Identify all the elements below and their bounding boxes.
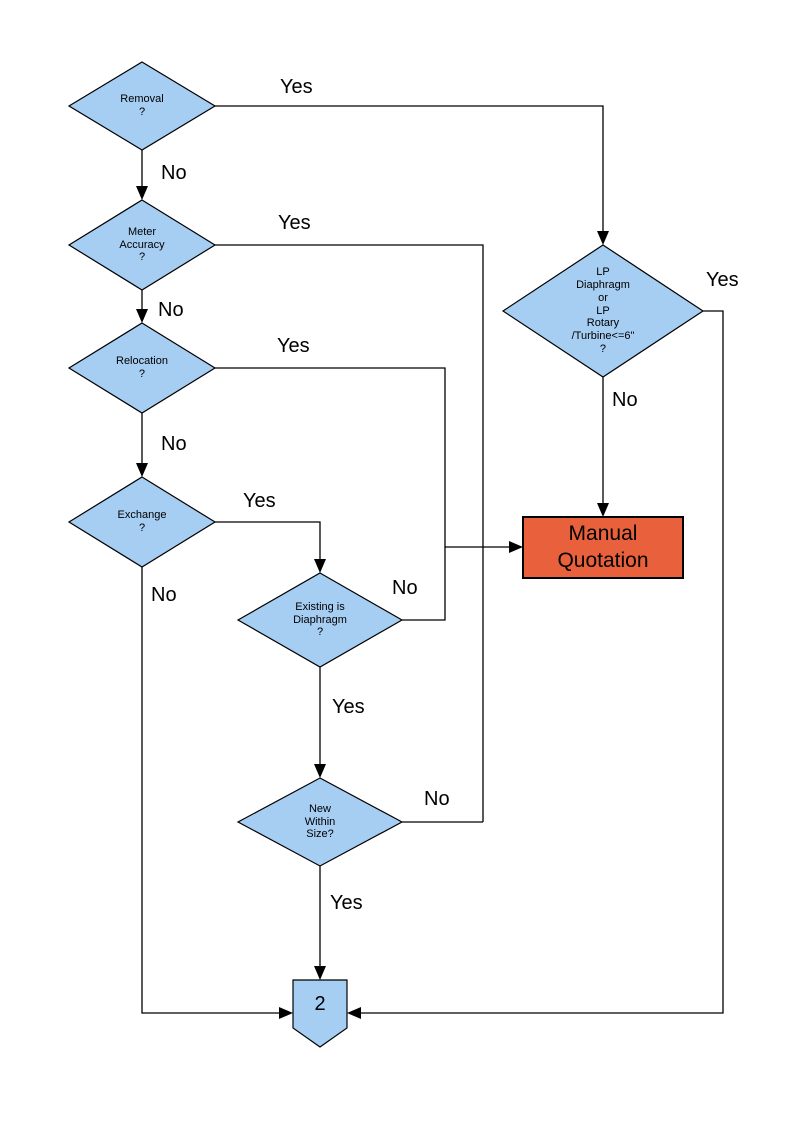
- arrowhead-down-icon: [314, 966, 326, 980]
- removal-decision-diamond: [67, 61, 217, 151]
- arrowhead-right-icon: [509, 541, 523, 553]
- new-within-size-decision-diamond: [236, 777, 404, 867]
- arrowhead-down-icon: [136, 309, 148, 323]
- arrowhead-down-icon: [597, 231, 609, 245]
- edge-exchange-no: [141, 567, 279, 1014]
- edge-meter-accuracy-yes: [215, 244, 484, 822]
- edge-relocation-yes: [215, 367, 446, 547]
- relocation-decision-diamond: [67, 322, 217, 414]
- edge-lp-yes: [361, 310, 724, 1014]
- manual-quotation-box: [522, 516, 684, 579]
- edge-existing-no: [402, 546, 509, 621]
- arrowhead-down-icon: [136, 463, 148, 477]
- edges: [141, 105, 724, 1014]
- arrowhead-right-icon: [279, 1007, 293, 1019]
- node-shapes: [67, 61, 705, 1048]
- arrowhead-down-icon: [136, 186, 148, 200]
- exchange-decision-diamond: [67, 476, 217, 568]
- arrowheads: [136, 186, 609, 1019]
- lp-decision-diamond: [501, 244, 705, 378]
- meter-accuracy-decision-diamond: [67, 199, 217, 291]
- arrowhead-left-icon: [347, 1007, 361, 1019]
- arrowhead-down-icon: [314, 559, 326, 573]
- arrowhead-down-icon: [314, 764, 326, 778]
- offpage-connector-shape: [292, 979, 348, 1048]
- edge-exchange-yes: [215, 521, 321, 559]
- existing-is-diaphragm-decision-diamond: [236, 572, 404, 668]
- edge-removal-yes: [215, 105, 604, 231]
- arrowhead-down-icon: [597, 503, 609, 517]
